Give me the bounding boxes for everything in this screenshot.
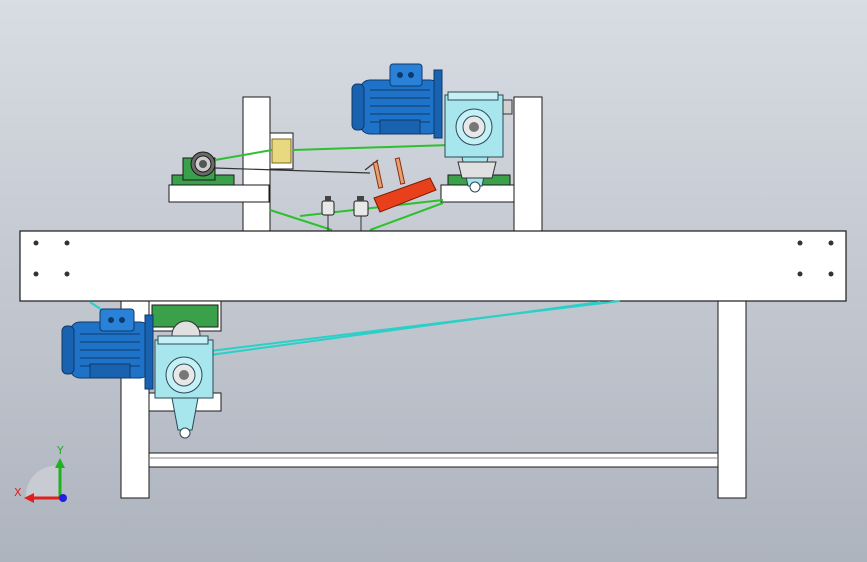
cutter-assembly: [321, 157, 437, 232]
triad-x-label: X: [14, 486, 22, 499]
left-post: [242, 96, 271, 233]
right-leg: [717, 299, 747, 499]
bottom-crossbar: [148, 452, 719, 468]
shaft-coupling: [271, 138, 292, 164]
left-platform: [168, 132, 294, 203]
lower-motor-terminal-box: [99, 308, 135, 332]
triad-y-label: Y: [56, 444, 64, 457]
lower-gearbox: [154, 335, 214, 439]
upper-posts: [242, 96, 543, 233]
lower-motor: [61, 308, 154, 390]
motor-terminal-box: [389, 63, 423, 87]
red-cutter-plate: [373, 177, 437, 213]
main-beam: [19, 230, 847, 302]
upper-gearbox: [444, 91, 513, 193]
upper-motor: [351, 63, 443, 139]
coordinate-triad-icon: X Y: [14, 444, 67, 503]
right-post: [513, 96, 543, 233]
